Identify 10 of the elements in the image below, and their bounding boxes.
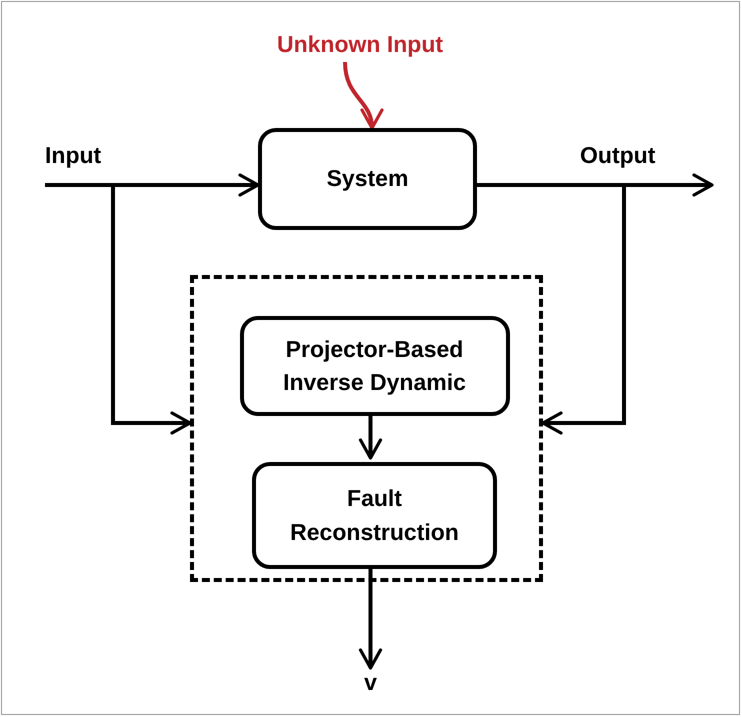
dashed-group-box bbox=[190, 275, 543, 582]
process-box: System bbox=[258, 128, 477, 230]
arrow bbox=[477, 183, 626, 435]
process-box: Fault Reconstruction bbox=[252, 462, 497, 569]
node-text: Unknown Input bbox=[240, 28, 480, 62]
node-text: v bbox=[358, 668, 382, 698]
process-box: Projector-Based Inverse Dynamic bbox=[240, 316, 510, 416]
arrow bbox=[45, 173, 260, 197]
arrow bbox=[343, 62, 382, 130]
arrow bbox=[111, 185, 192, 435]
